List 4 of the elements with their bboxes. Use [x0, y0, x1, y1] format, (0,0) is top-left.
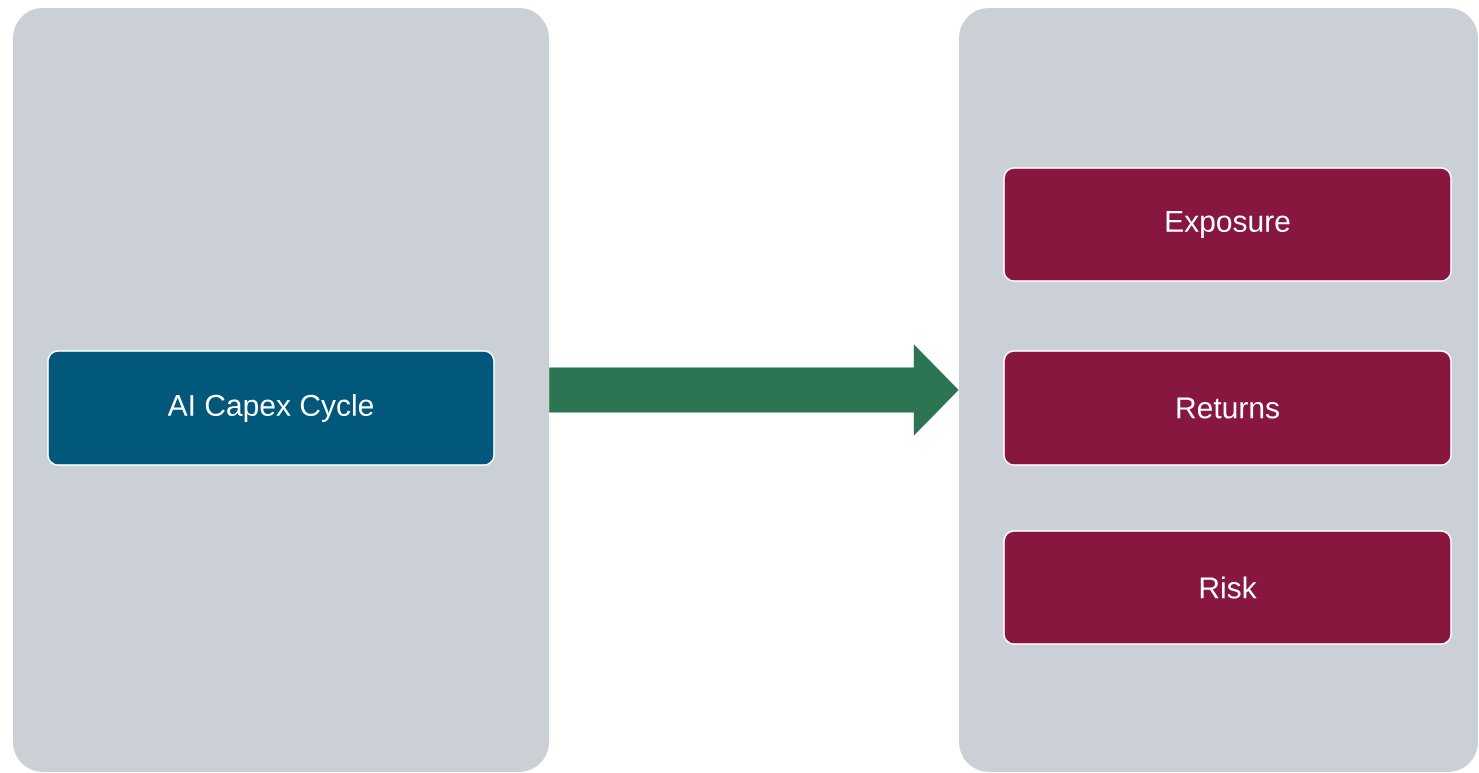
process-box: Returns — [1003, 350, 1452, 466]
process-box: Risk — [1003, 530, 1452, 645]
process-box: Exposure — [1003, 167, 1452, 282]
process-box: AI Capex Cycle — [47, 350, 495, 466]
